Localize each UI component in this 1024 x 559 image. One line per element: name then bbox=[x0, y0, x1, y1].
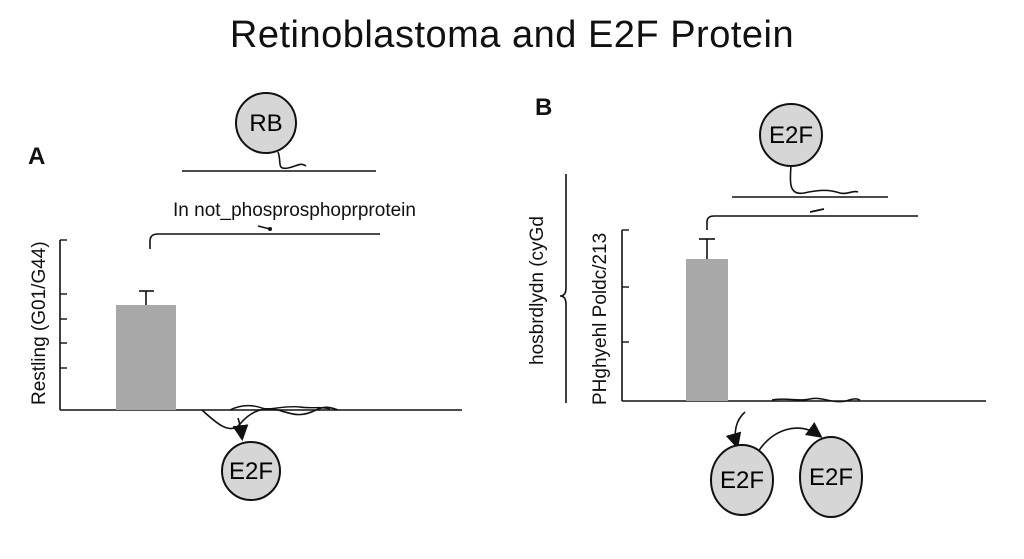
rb-node: RB bbox=[235, 92, 297, 154]
panel-a: RB E2F bbox=[59, 92, 462, 501]
panel-b-arrow-right bbox=[757, 422, 823, 453]
panel-b-e2f-bottom-right-node: E2F bbox=[799, 436, 863, 518]
panel-a-bracket-tick bbox=[257, 225, 271, 230]
rb-tether bbox=[277, 151, 307, 170]
panel-b-label: B bbox=[535, 94, 553, 121]
panel-a-bar bbox=[116, 305, 176, 410]
panel-b-bar bbox=[686, 259, 728, 401]
panel-b-e2f-bottom-left-node: E2F bbox=[710, 444, 774, 516]
panel-b-e2f-bottom-left-label: E2F bbox=[720, 467, 764, 494]
panel-a-e2f-label: E2F bbox=[229, 458, 273, 485]
panel-b-arrow-left bbox=[725, 411, 746, 450]
panel-a-label: A bbox=[28, 143, 46, 170]
panel-a-annotation: In not_phosprosphoprprotein bbox=[173, 200, 416, 221]
panel-a-bracket bbox=[149, 233, 380, 249]
diagram-title: Retinoblastoma and E2F Protein bbox=[229, 14, 795, 56]
panel-b-bracket-tick bbox=[809, 208, 825, 213]
panel-b-squiggle bbox=[771, 397, 861, 403]
panel-b-brace bbox=[559, 174, 567, 403]
panel-b-tether bbox=[789, 165, 859, 195]
panel-b-bracket bbox=[706, 215, 918, 230]
panel-b-e2f-top-node: E2F bbox=[759, 103, 823, 167]
panel-a-arrow bbox=[232, 417, 249, 442]
rb-node-label: RB bbox=[249, 110, 282, 137]
panel-b: E2F E2F E2F bbox=[559, 103, 986, 518]
panel-b-e2f-top-label: E2F bbox=[769, 122, 813, 149]
panel-b-e2f-bottom-right-label: E2F bbox=[809, 464, 853, 491]
panel-a-e2f-node: E2F bbox=[221, 441, 281, 501]
